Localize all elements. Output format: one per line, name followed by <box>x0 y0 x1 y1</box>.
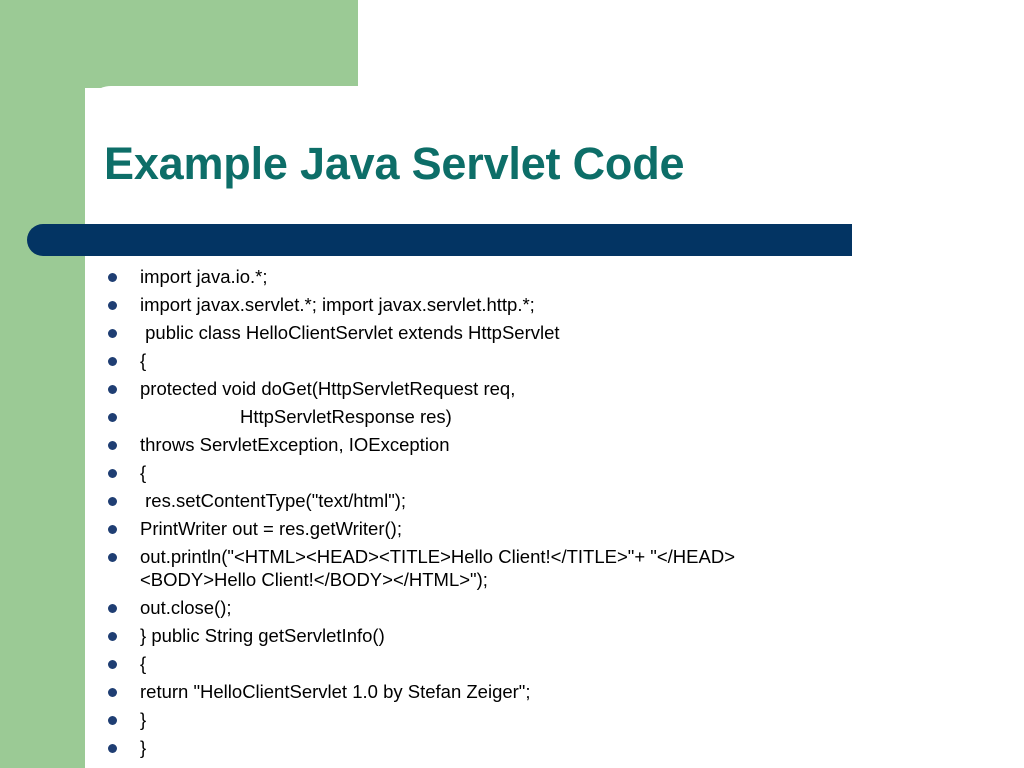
bullet-dot-icon <box>108 385 117 394</box>
bullet-dot-icon <box>108 660 117 669</box>
bullet-item: } <box>102 736 862 759</box>
bullet-item: } public String getServletInfo() <box>102 624 862 647</box>
bullet-text: } public String getServletInfo() <box>140 625 385 646</box>
bullet-dot-icon <box>108 632 117 641</box>
bullet-dot-icon <box>108 329 117 338</box>
bullet-item: return "HelloClientServlet 1.0 by Stefan… <box>102 680 862 703</box>
bullet-item: { <box>102 652 862 675</box>
green-decoration-left-strip <box>0 0 85 768</box>
bullet-dot-icon <box>108 553 117 562</box>
bullet-item: out.println("<HTML><HEAD><TITLE>Hello Cl… <box>102 545 790 591</box>
bullet-dot-icon <box>108 357 117 366</box>
bullet-item: import javax.servlet.*; import javax.ser… <box>102 293 862 316</box>
bullet-text: out.println("<HTML><HEAD><TITLE>Hello Cl… <box>140 546 735 590</box>
bullet-dot-icon <box>108 273 117 282</box>
bullet-text: { <box>140 350 147 371</box>
bullet-dot-icon <box>108 604 117 613</box>
bullet-item: throws ServletException, IOException <box>102 433 862 456</box>
bullet-item: { <box>102 461 862 484</box>
bullet-text: } <box>140 737 147 758</box>
bullet-text: out.close(); <box>140 597 232 618</box>
bullet-text: { <box>140 462 147 483</box>
bullet-text: res.setContentType("text/html"); <box>140 490 407 511</box>
bullet-text: { <box>140 653 147 674</box>
bullet-item: public class HelloClientServlet extends … <box>102 321 862 344</box>
bullet-item: } <box>102 708 862 731</box>
bullet-text: protected void doGet(HttpServletRequest … <box>140 378 516 399</box>
bullet-dot-icon <box>108 688 117 697</box>
bullet-dot-icon <box>108 469 117 478</box>
bullet-dot-icon <box>108 525 117 534</box>
bullet-dot-icon <box>108 441 117 450</box>
slide-title: Example Java Servlet Code <box>104 138 685 189</box>
white-content-panel <box>85 86 1024 768</box>
bullet-text: } <box>140 709 147 730</box>
bullet-dot-icon <box>108 744 117 753</box>
bullet-text: import javax.servlet.*; import javax.ser… <box>140 294 535 315</box>
bullet-item: protected void doGet(HttpServletRequest … <box>102 377 862 400</box>
bullet-text: PrintWriter out = res.getWriter(); <box>140 518 402 539</box>
bullet-item: res.setContentType("text/html"); <box>102 489 862 512</box>
bullet-text: public class HelloClientServlet extends … <box>140 322 560 343</box>
bullet-dot-icon <box>108 413 117 422</box>
bullet-text: import java.io.*; <box>140 266 268 287</box>
bullet-item: HttpServletResponse res) <box>102 405 862 428</box>
bullet-text: throws ServletException, IOException <box>140 434 450 455</box>
bullet-item: out.close(); <box>102 596 862 619</box>
bullet-item: import java.io.*; <box>102 265 862 288</box>
bullet-item: PrintWriter out = res.getWriter(); <box>102 517 862 540</box>
bullet-text: return "HelloClientServlet 1.0 by Stefan… <box>140 681 531 702</box>
navy-divider-bar <box>27 224 852 256</box>
bullet-dot-icon <box>108 497 117 506</box>
bullet-dot-icon <box>108 301 117 310</box>
bullet-dot-icon <box>108 716 117 725</box>
bullet-text: HttpServletResponse res) <box>240 406 452 427</box>
code-bullet-list: import java.io.*; import javax.servlet.*;… <box>102 265 862 764</box>
bullet-item: { <box>102 349 862 372</box>
